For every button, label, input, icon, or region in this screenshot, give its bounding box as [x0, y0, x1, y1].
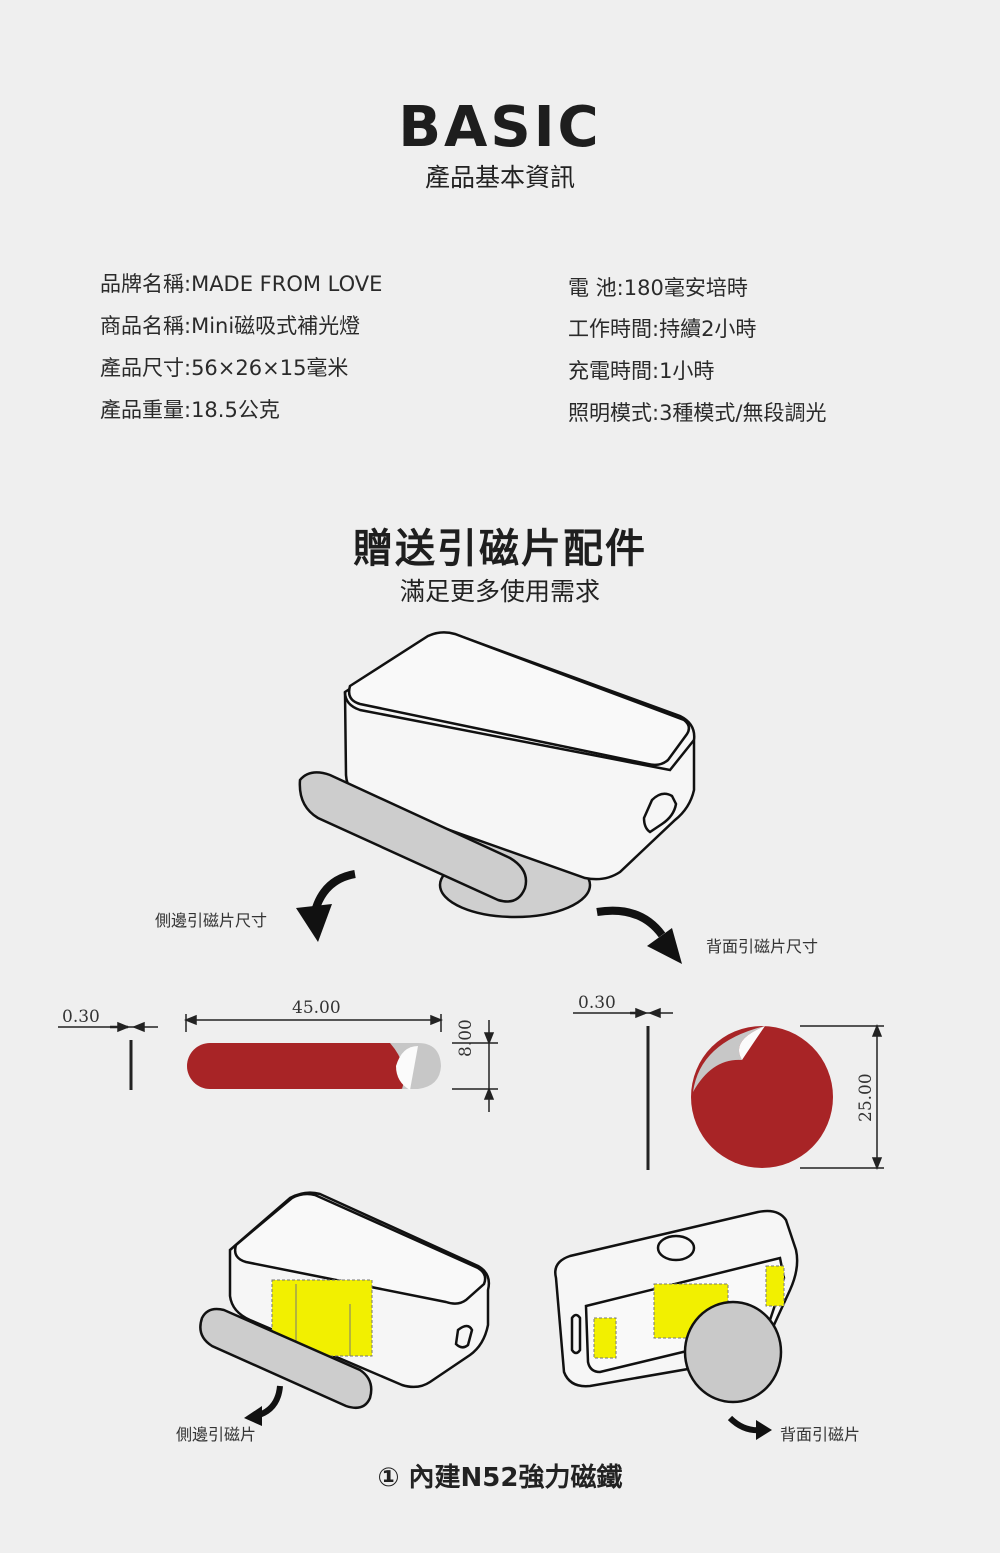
- side-magnet-dimension-drawing: [58, 1014, 498, 1112]
- label-side-size: 側邊引磁片尺寸: [155, 911, 268, 930]
- spec-light-mode: 照明模式:3種模式/無段調光: [568, 401, 827, 425]
- device-bottom-left-illustration: [199, 1191, 491, 1409]
- spec-charge-time: 充電時間:1小時: [568, 359, 715, 383]
- dim-back-thickness: 0.30: [578, 993, 616, 1013]
- dim-side-thickness: 0.30: [62, 1007, 100, 1027]
- spec-work-time: 工作時間:持續2小時: [568, 317, 757, 341]
- gift-title: 贈送引磁片配件: [353, 526, 647, 572]
- dim-side-width: 8.00: [456, 1019, 476, 1057]
- gift-subtitle: 滿足更多使用需求: [399, 577, 600, 606]
- back-magnet-red-disc: [691, 1026, 833, 1168]
- device-top-illustration: [298, 631, 696, 919]
- spec-brand: 品牌名稱:MADE FROM LOVE: [100, 272, 383, 296]
- label-back-plate: 背面引磁片: [780, 1425, 861, 1444]
- dim-back-diameter: 25.00: [856, 1073, 876, 1122]
- label-side-plate: 側邊引磁片: [176, 1425, 257, 1444]
- label-back-size: 背面引磁片尺寸: [706, 937, 819, 956]
- footnote-magnet: ① 內建N52強力磁鐵: [377, 1463, 623, 1493]
- spec-battery: 電 池:180毫安培時: [568, 276, 748, 300]
- spec-size: 產品尺寸:56×26×15毫米: [100, 356, 349, 380]
- dim-side-length: 45.00: [292, 998, 341, 1018]
- spec-weight: 產品重量:18.5公克: [100, 398, 280, 422]
- page-title: BASIC: [398, 95, 602, 160]
- side-magnet-red-plate: [187, 1043, 422, 1089]
- arrow-right-icon: [596, 906, 666, 938]
- spec-product-name: 商品名稱:Mini磁吸式補光燈: [100, 314, 361, 338]
- page-subtitle: 產品基本資訊: [424, 163, 575, 192]
- back-magnet-dimension-drawing: [573, 1007, 884, 1171]
- device-bottom-right-illustration: [554, 1209, 799, 1404]
